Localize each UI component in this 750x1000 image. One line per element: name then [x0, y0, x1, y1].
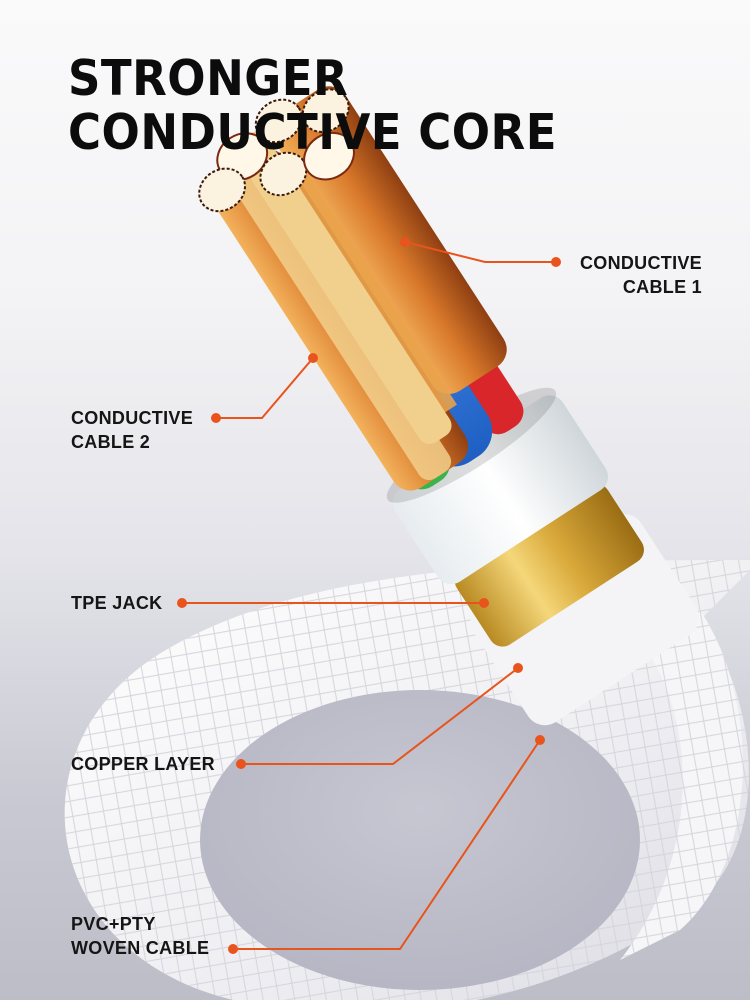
dot-conductive-cable-1-label [551, 257, 561, 267]
leader-line-woven-cable [233, 739, 541, 950]
callout-copper-layer: COPPER LAYER [71, 752, 215, 776]
callout-line: CABLE 1 [622, 277, 702, 297]
headline: STRONGER CONDUCTIVE CORE [68, 52, 557, 160]
tpe-jacket [392, 395, 608, 585]
callout-line: CONDUCTIVE [71, 408, 194, 428]
loop-opening [200, 690, 640, 990]
cable-head [198, 86, 700, 726]
callout-line: CABLE 2 [71, 432, 151, 452]
callout-line: COPPER LAYER [71, 754, 215, 774]
callout-conductive-cable-1: CONDUCTIVE CABLE 1 [540, 251, 702, 299]
headline-line-1: STRONGER [68, 50, 349, 107]
leader-line-conductive-cable-2 [213, 357, 314, 419]
copper-layer-ring [454, 483, 644, 647]
callout-conductive-cable-2: CONDUCTIVE CABLE 2 [71, 406, 193, 454]
callout-tpe-jack: TPE JACK [71, 591, 162, 615]
dot-copper-layer-target [513, 663, 523, 673]
callout-line: TPE JACK [71, 593, 163, 613]
callout-woven-cable: PVC+PTY WOVEN CABLE [71, 912, 209, 960]
callout-line: WOVEN CABLE [71, 938, 210, 958]
headline-line-2: CONDUCTIVE CORE [68, 104, 557, 161]
leader-line-copper-layer [240, 667, 519, 765]
dot-woven-cable-target [535, 735, 545, 745]
leader-lines [182, 241, 556, 950]
dot-conductive-cable-2-target [308, 353, 318, 363]
dot-copper-layer-label [236, 759, 246, 769]
dot-tpe-jack-label [177, 598, 187, 608]
braid-collar [470, 514, 700, 726]
dot-conductive-cable-2-label [211, 413, 221, 423]
callout-line: PVC+PTY [71, 914, 156, 934]
conductor-cross-sections [198, 88, 355, 213]
callout-line: CONDUCTIVE [579, 253, 702, 273]
dot-woven-cable-label [228, 944, 238, 954]
dot-conductive-cable-1-target [400, 237, 410, 247]
dot-tpe-jack-target [479, 598, 489, 608]
leader-line-conductive-cable-1 [404, 241, 556, 263]
leader-dots [177, 237, 561, 954]
